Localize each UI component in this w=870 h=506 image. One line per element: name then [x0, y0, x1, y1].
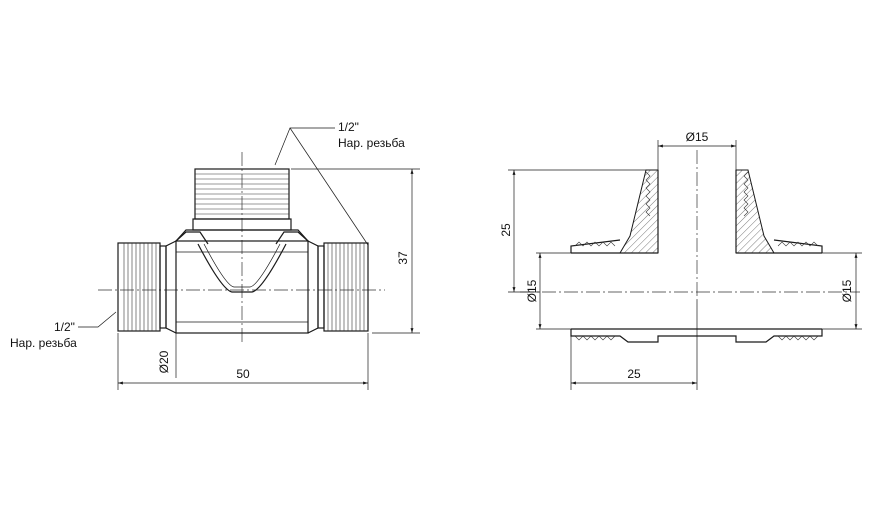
left-thread-type: Нар. резьба [10, 336, 77, 350]
top-thread [194, 168, 290, 220]
length-dimension-label: 50 [236, 367, 250, 381]
right-collar [307, 240, 319, 334]
top-thread-leader [274, 127, 335, 166]
half-length-dimension-label: 25 [627, 367, 641, 381]
front-view: 1/2" Нар. резьба 1/2" Нар. резьба 37 50 … [10, 120, 420, 390]
left-wall-section [619, 169, 659, 254]
top-thread-size: 1/2" [338, 120, 359, 134]
right-wall-section [735, 169, 775, 254]
branch-height-dimension-label: 25 [499, 223, 513, 237]
left-thread-size: 1/2" [54, 320, 75, 334]
left-bore-dimension-label: Ø15 [525, 279, 539, 302]
top-bore-dimension-label: Ø15 [686, 130, 709, 144]
section-view: Ø15 25 Ø15 Ø15 25 [499, 130, 862, 390]
top-thread-type: Нар. резьба [338, 136, 405, 150]
right-bore-dimension-label: Ø15 [840, 279, 854, 302]
branch-intersection-curve [197, 243, 287, 293]
bottom-wall [570, 329, 823, 343]
tee-body [175, 240, 309, 334]
right-thread [323, 242, 369, 332]
left-thread [117, 242, 161, 332]
left-collar [165, 240, 177, 334]
height-dimension-label: 37 [396, 251, 410, 265]
left-thread-leader [78, 311, 117, 328]
diameter-dimension-label: Ø20 [157, 350, 171, 373]
